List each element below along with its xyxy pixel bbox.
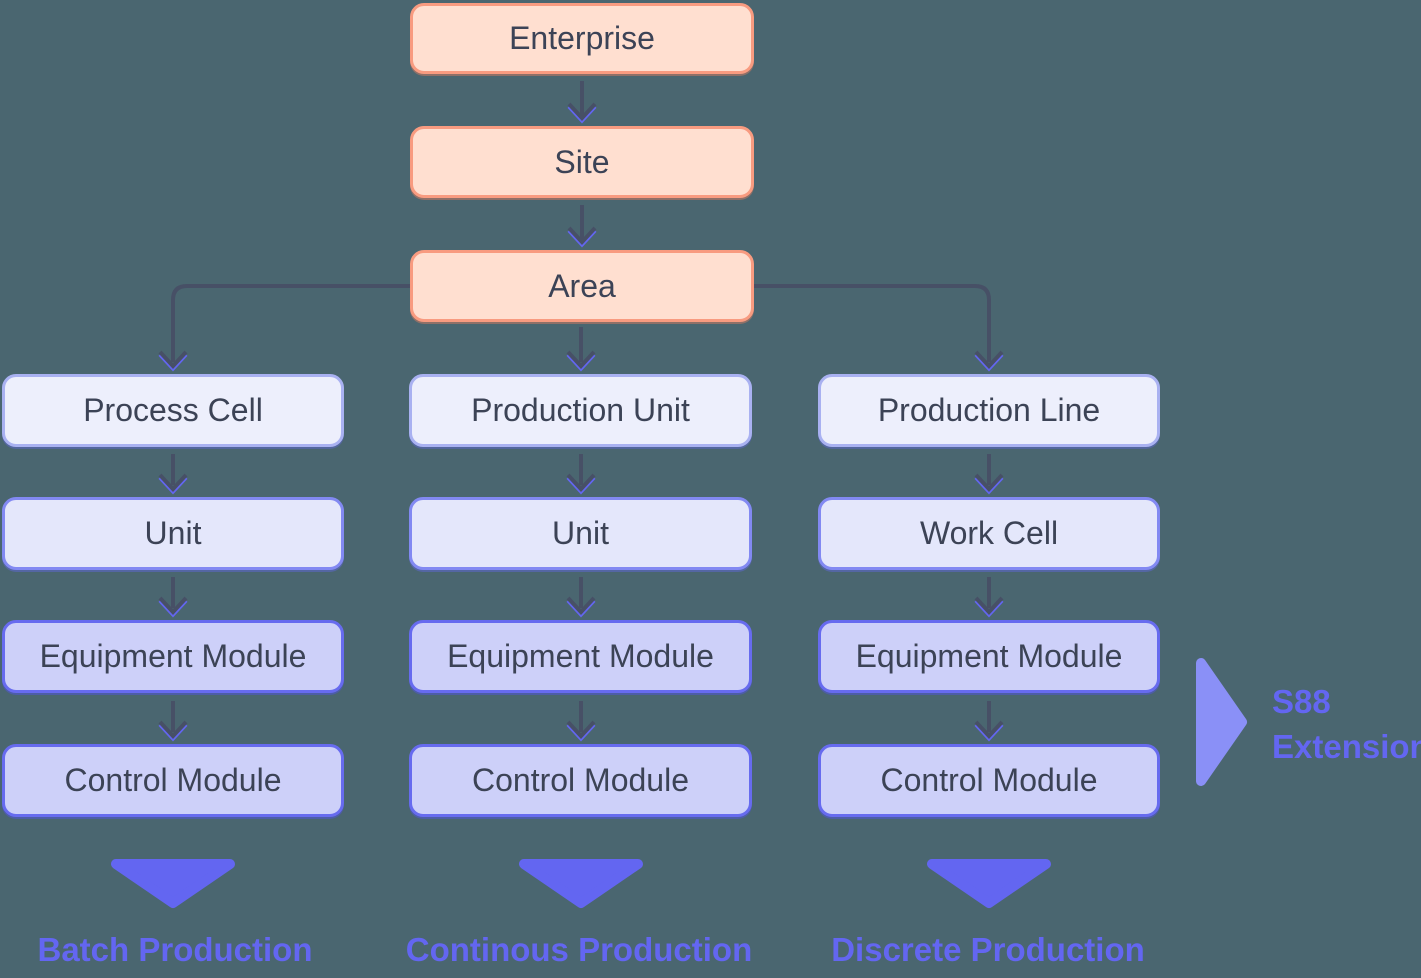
- down-triangle-continuous-icon: [519, 859, 643, 908]
- node-work-cell: Work Cell: [818, 497, 1160, 570]
- down-triangle-batch-icon: [111, 859, 235, 908]
- arrow-site-area: [567, 205, 597, 247]
- node-process-cell: Process Cell: [2, 374, 344, 447]
- label-continuous-production: Continous Production: [405, 931, 753, 968]
- arrow-work-cell-equipment-module: [974, 577, 1004, 617]
- arrow-equipment-control-module-continuous: [566, 701, 596, 741]
- arrow-enterprise-site: [567, 81, 597, 123]
- connector-area-process-cell: [158, 284, 410, 371]
- node-equipment-module-continuous: Equipment Module: [409, 620, 752, 693]
- node-equipment-module-discrete: Equipment Module: [818, 620, 1160, 693]
- connector-area-production-line: [754, 284, 1004, 371]
- arrow-production-line-work-cell: [974, 454, 1004, 494]
- arrow-equipment-control-module-batch: [158, 701, 188, 741]
- node-unit-batch: Unit: [2, 497, 344, 570]
- arrow-equipment-control-module-discrete: [974, 701, 1004, 741]
- down-triangle-discrete-icon: [927, 859, 1051, 908]
- s88-extension-label: S88 Extension: [1272, 679, 1421, 769]
- node-production-line: Production Line: [818, 374, 1160, 447]
- node-area: Area: [410, 250, 754, 322]
- node-enterprise: Enterprise: [410, 3, 754, 74]
- s88-extension-arrow-icon: [1196, 658, 1247, 786]
- label-batch-production: Batch Production: [37, 931, 313, 968]
- arrow-area-production-unit: [566, 327, 596, 371]
- node-equipment-module-batch: Equipment Module: [2, 620, 344, 693]
- arrow-process-cell-unit: [158, 454, 188, 494]
- arrow-unit-equipment-module-batch: [158, 577, 188, 617]
- label-discrete-production: Discrete Production: [831, 931, 1145, 968]
- s88-extension-label-line1: S88: [1272, 683, 1331, 720]
- arrow-production-unit-unit: [566, 454, 596, 494]
- node-site: Site: [410, 126, 754, 198]
- node-control-module-continuous: Control Module: [409, 744, 752, 817]
- arrow-unit-equipment-module-continuous: [566, 577, 596, 617]
- node-production-unit: Production Unit: [409, 374, 752, 447]
- s88-extension-label-line2: Extension: [1272, 728, 1421, 765]
- node-control-module-discrete: Control Module: [818, 744, 1160, 817]
- node-control-module-batch: Control Module: [2, 744, 344, 817]
- node-unit-continuous: Unit: [409, 497, 752, 570]
